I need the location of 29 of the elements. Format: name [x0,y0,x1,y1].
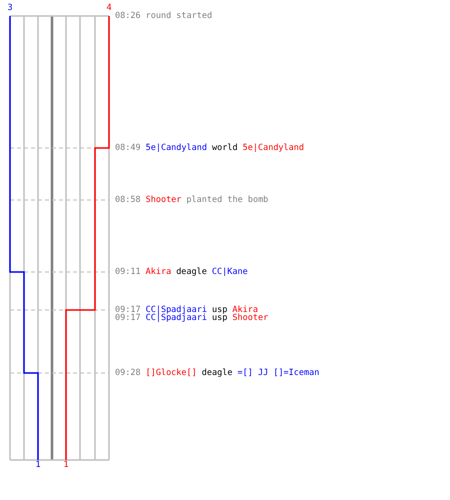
event-text: CC|Spadjaari [146,313,208,323]
event-text: deagle [176,267,207,277]
player-count: 3 [6,3,14,13]
event-text: usp [212,305,228,315]
player-count: 1 [62,460,70,470]
event-text: round started [146,11,212,21]
event-text: 5e|Candyland [146,143,208,153]
event-time: 08:49 [115,143,141,153]
event-text: CC|Spadjaari [146,305,208,315]
event-text: CC|Kane [212,267,248,277]
event-time: 09:28 [115,368,141,378]
event-text: 5e|Candyland [242,143,304,153]
event-text: Akira [146,267,172,277]
event-text: []Glocke[] [146,368,197,378]
event-text: planted the bomb [186,195,268,205]
event-time: 08:26 [115,11,141,21]
event-text: Shooter [232,313,268,323]
event-text: usp [212,313,228,323]
player-count: 4 [105,3,113,13]
event-text: deagle [202,368,232,378]
event-text: =[] JJ []=Iceman [238,368,320,378]
event-time: 09:17 [115,305,141,315]
event-time: 09:17 [115,313,141,323]
event-text: Shooter [146,195,182,205]
event-text: Akira [232,305,258,315]
event-time: 08:58 [115,195,141,205]
event-text: world [212,143,238,153]
event-time: 09:11 [115,267,141,277]
player-count: 1 [34,460,42,470]
